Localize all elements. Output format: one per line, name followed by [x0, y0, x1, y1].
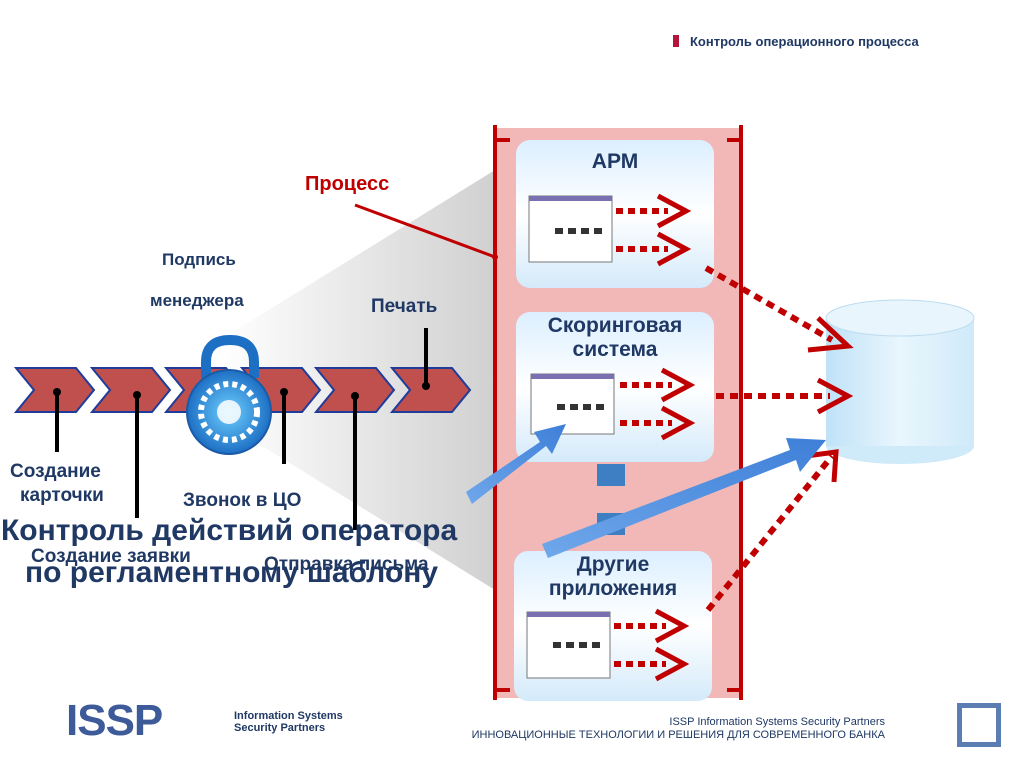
footer-partner: ISSP Information Systems Security Partne…: [669, 716, 885, 728]
control-caption-line2: по регламентному шаблону: [25, 556, 439, 589]
panel-arm-title-text: АРМ: [591, 150, 639, 173]
control-arrow-to-database: [542, 438, 826, 558]
panel-scoring-title-line1: Скоринговая: [547, 314, 683, 337]
control-caption-line1: Контроль действий оператора: [1, 514, 458, 547]
footer-slogan: ИННОВАЦИОННЫЕ ТЕХНОЛОГИИ И РЕШЕНИЯ ДЛЯ С…: [471, 729, 885, 741]
slide-title: Контроль операционного процесса: [690, 34, 919, 49]
panel-scoring-title-line2: система: [572, 338, 658, 361]
panel-other-title-line1: Другие: [576, 553, 650, 576]
create-card-label-line1: Создание: [10, 461, 101, 482]
panel-other-title: Другие приложения: [514, 553, 712, 601]
panel-data-arrows: [614, 208, 672, 667]
process-pointer-line: [354, 203, 496, 259]
slide-corner-icon: [957, 703, 1001, 747]
print-label: Печать: [371, 296, 438, 317]
logo-caption-line1: Information Systems: [234, 710, 343, 722]
signature-label-line1: Подпись: [162, 250, 236, 269]
panel-arm-title: АРМ: [516, 150, 714, 174]
panel-scoring-title: Скоринговая система: [516, 314, 714, 362]
create-request-label: Создание заявки: [31, 546, 191, 567]
padlock-icon: [186, 334, 272, 455]
scoring-screenshot-thumbnail: [530, 373, 615, 435]
database-cylinder-icon: [825, 299, 975, 464]
panel-other-title-line2: приложения: [548, 577, 678, 600]
call-label: Звонок в ЦО: [183, 490, 302, 511]
signature-label-line2: менеджера: [150, 291, 244, 310]
issp-logo: ISSP: [66, 696, 163, 745]
create-card-label-line2: карточки: [20, 485, 104, 506]
control-arrow-to-scoring: [466, 424, 566, 504]
logo-caption-line2: Security Partners: [234, 722, 326, 734]
header-bullet: [673, 35, 679, 47]
arm-screenshot-thumbnail: [528, 195, 613, 263]
process-label: Процесс: [305, 173, 390, 195]
send-letter-label: Отправка письма: [264, 554, 429, 575]
other-screenshot-thumbnail: [526, 611, 611, 679]
